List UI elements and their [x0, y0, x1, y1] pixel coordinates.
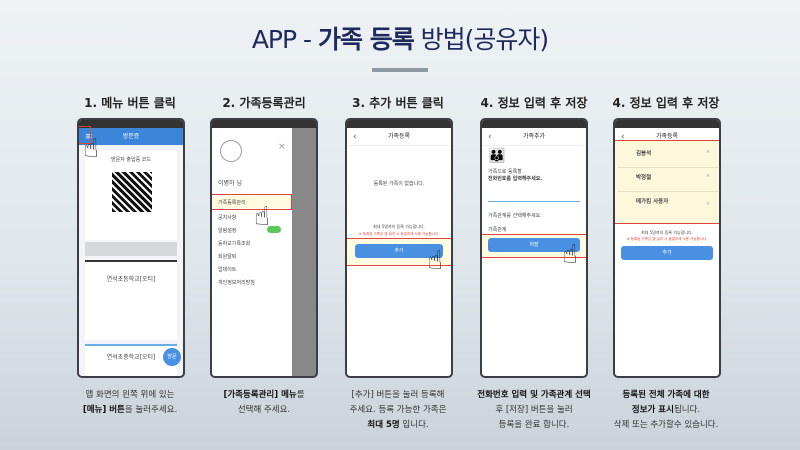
delete-icon[interactable]: ×	[706, 173, 711, 179]
phone-screen-1: ≡방문증 방문자 출입증 코드 연석초등학교[오티] 연석초중학교[오티] 방문…	[77, 118, 185, 378]
phone-screen-4: ‹가족추가 👪 가족으로 등록할 전화번호를 입력해주세요. 가족관계를 선택해…	[480, 118, 588, 378]
close-icon[interactable]: ×	[278, 142, 286, 152]
prompt: 전화번호를 입력해주세요.	[488, 176, 543, 182]
step-4-label: 4. 정보 입력 후 저장	[480, 96, 588, 110]
menu-item[interactable]: 업데이트	[218, 267, 237, 273]
add-button[interactable]: 추가	[621, 246, 713, 260]
user-name: 이병하 님	[218, 180, 242, 187]
menu-item-family[interactable]: 가족등록관리	[212, 196, 292, 208]
back-icon[interactable]: ‹	[488, 132, 492, 142]
add-button[interactable]: 추가	[355, 244, 443, 258]
step-5-label: 4. 정보 입력 후 저장	[612, 96, 720, 110]
menu-icon[interactable]: ≡	[85, 132, 93, 142]
qr-title: 방문자 출입증 코드	[111, 157, 151, 163]
save-button[interactable]: 저장	[488, 238, 580, 252]
limit-note: 최대 5명까지 등록 가능합니다.	[641, 230, 693, 235]
menu-item[interactable]: 개인정보처리방침	[218, 280, 255, 286]
title-divider	[372, 68, 428, 72]
back-icon[interactable]: ‹	[353, 132, 357, 142]
step-1-caption: 앱 화면의 왼쪽 위에 있는[메뉴] 버튼을 눌러주세요.	[82, 390, 178, 415]
member-name: 김봉석	[636, 151, 652, 157]
family-icon: 👪	[488, 148, 506, 164]
relation-prompt: 가족관계를 선택해주세요.	[488, 213, 542, 219]
phone-input[interactable]	[488, 196, 580, 202]
member-name: 박정철	[636, 175, 652, 181]
step-2-label: 2. 가족등록관리	[222, 96, 306, 110]
hand-pointer-icon: ☝	[427, 246, 443, 276]
highlight-box	[212, 194, 292, 210]
menu-item[interactable]: 등하교기록조회	[218, 241, 251, 247]
toggle[interactable]	[267, 226, 281, 233]
visit-fab[interactable]: 방문	[163, 348, 181, 366]
page-title: APP - 가족 등록 방법(공유자)	[251, 25, 549, 54]
step-3-label: 3. 추가 버튼 클릭	[352, 96, 444, 110]
back-icon[interactable]: ‹	[621, 132, 625, 142]
menu-item[interactable]: 회원탈퇴	[218, 254, 237, 260]
warning-note: ※ 등록된 가족은 앱 설치 시 동일하게 사용 가능합니다.	[358, 232, 440, 236]
app-header: ‹가족추가	[482, 128, 586, 146]
avatar	[220, 140, 242, 162]
qr-code	[112, 172, 152, 212]
school-name-2: 연석초중학교[오티]	[106, 354, 156, 361]
phone-screen-3: ‹가족등록 등록된 가족이 없습니다. 최대 5명까지 등록 가능합니다. ※ …	[345, 118, 453, 378]
warning-note: ※ 등록된 가족은 앱 설치 시 동일하게 사용 가능합니다.	[626, 237, 708, 241]
member-list: 김봉석 × 박정철 × 메가킴 사용자 ×	[615, 140, 719, 224]
prompt: 가족으로 등록할	[488, 169, 522, 175]
limit-note: 최대 5명까지 등록 가능합니다.	[373, 224, 425, 229]
side-menu: 이병하 님 가족등록관리 공지사항 알림설정 등하교기록조회 회원탈퇴 업데이트…	[212, 128, 292, 376]
school-name: 연석초등학교[오티]	[106, 276, 156, 283]
highlight-box	[79, 126, 91, 144]
app-header: ‹가족등록	[347, 128, 451, 146]
member-name: 메가킴 사용자	[636, 199, 669, 205]
app-header: ≡방문증	[79, 128, 183, 146]
hand-pointer-icon: ☝	[83, 134, 99, 164]
phone-screen-5: ‹가족등록 김봉석 × 박정철 × 메가킴 사용자 × 최대 5명까지 등록 가…	[613, 118, 721, 378]
delete-icon[interactable]: ×	[706, 201, 711, 207]
menu-item[interactable]: 공지사항	[218, 215, 237, 221]
delete-icon[interactable]: ×	[706, 149, 711, 155]
hand-pointer-icon: ☝	[562, 240, 578, 270]
phone-screen-2: 이병하 님 가족등록관리 공지사항 알림설정 등하교기록조회 회원탈퇴 업데이트…	[210, 118, 318, 378]
step-1-label: 1. 메뉴 버튼 클릭	[84, 96, 176, 110]
menu-item[interactable]: 알림설정	[218, 228, 237, 234]
hand-pointer-icon: ☝	[254, 202, 270, 232]
empty-message: 등록된 가족이 없습니다.	[373, 181, 425, 187]
